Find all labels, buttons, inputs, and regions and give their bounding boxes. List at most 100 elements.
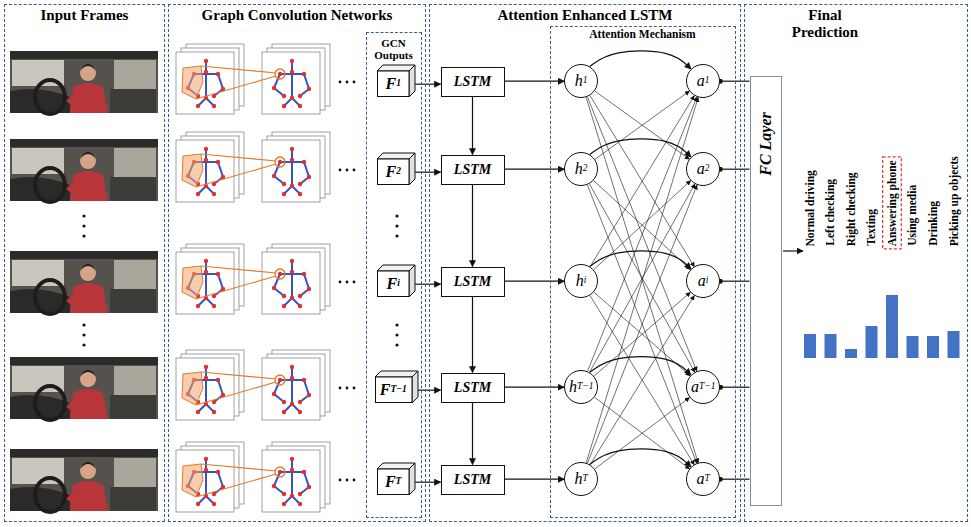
- symbol-label: h: [575, 471, 583, 487]
- subscript-label: T: [583, 474, 588, 484]
- lstm-label: LSTM: [454, 162, 491, 178]
- arrow-connector: [415, 84, 440, 85]
- skeleton-graph: [262, 442, 330, 512]
- subscript-label: i: [584, 276, 587, 286]
- subscript-label: T: [705, 474, 710, 484]
- lstm-label: LSTM: [454, 472, 491, 488]
- arrow-connector: [590, 51, 691, 69]
- arrow-connector: [590, 184, 695, 372]
- symbol-label: a: [697, 471, 705, 487]
- arrow-connector: [595, 91, 689, 159]
- class-label: Texting: [865, 209, 878, 246]
- skeleton-graph: [262, 132, 330, 202]
- subscript-label: 1: [705, 76, 710, 86]
- arrow-connector: [415, 172, 440, 173]
- video-frame: [10, 251, 158, 314]
- graph-conv-highlight: [182, 66, 285, 99]
- arrow-connector: [590, 96, 694, 267]
- lstm-label: LSTM: [454, 274, 491, 290]
- group-box: GCN OutputsF1F2FiFT−1FT: [366, 32, 422, 518]
- class-label: Answering phone: [886, 160, 899, 246]
- arrow-connector: [586, 97, 698, 462]
- class-label: Right checking: [845, 172, 858, 246]
- skeleton-graph: [262, 44, 330, 114]
- skeleton-graph: [262, 244, 330, 314]
- symbol-label: h: [576, 273, 584, 289]
- cube-front: [378, 271, 410, 297]
- input-photos: [10, 51, 158, 512]
- class-label: Using media: [906, 185, 919, 246]
- symbol-label: a: [698, 273, 706, 289]
- section-panel: Attention Enhanced LSTM LSTM LSTM LSTM LSTM L…: [429, 4, 741, 522]
- lstm-cell: LSTM: [441, 373, 505, 403]
- state-circle: a1: [686, 64, 720, 98]
- state-circle: aT−1: [686, 370, 720, 404]
- subscript-label: T−1: [699, 382, 715, 392]
- section-panel: Input Frames: [4, 4, 165, 522]
- arrow-connector: [505, 169, 565, 170]
- arrow-connector: [587, 97, 696, 371]
- subscript-label: 2: [705, 164, 710, 174]
- lstm-cell: LSTM: [441, 67, 505, 97]
- arrow-connector: [586, 97, 698, 462]
- symbol-label: a: [697, 161, 705, 177]
- section-panel: Final PredictionFC Layer: [744, 4, 968, 522]
- subscript-label: 2: [396, 167, 401, 177]
- arrow-connector: [505, 281, 565, 282]
- arrow-connector: [505, 81, 565, 82]
- cube-front: [378, 71, 410, 97]
- group-title: GCN Outputs: [367, 33, 421, 61]
- subscript-label: T−1: [577, 382, 593, 392]
- arrow-connector: [472, 297, 473, 373]
- subscript-label: i: [397, 279, 400, 289]
- subscript-label: T: [396, 477, 402, 487]
- cube-top: [375, 371, 418, 377]
- arrow-connector: [415, 482, 440, 483]
- feature-cube: Fi: [377, 265, 415, 297]
- output-arrow: [783, 250, 803, 251]
- lstm-label: LSTM: [454, 380, 491, 396]
- symbol-label: a: [697, 73, 705, 89]
- feature-cube: FT: [377, 463, 415, 495]
- symbol-label: F: [385, 474, 396, 490]
- symbol-label: h: [575, 161, 583, 177]
- class-label: Picking up objects: [947, 156, 960, 246]
- lstm-label: LSTM: [454, 74, 491, 90]
- symbol-label: a: [691, 379, 699, 395]
- arrow-connector: [472, 403, 473, 465]
- arrow-connector: [472, 97, 473, 155]
- score-bar: [948, 331, 960, 358]
- state-circle: hT−1: [564, 370, 598, 404]
- symbol-label: F: [385, 164, 396, 180]
- score-bar: [845, 349, 857, 358]
- panel-title: Attention Enhanced LSTM: [430, 5, 740, 24]
- feature-cube: FT−1: [375, 371, 418, 403]
- panel-title: Input Frames: [5, 5, 164, 24]
- section-panel: Graph Convolution NetworksGCN OutputsF1F…: [168, 4, 426, 522]
- video-frame: [10, 357, 158, 420]
- class-label: Drinking: [927, 201, 940, 246]
- score-bar: [886, 295, 898, 358]
- cube-front: [378, 159, 410, 185]
- skeleton-stacks: [176, 44, 330, 512]
- arrow-connector: [590, 449, 691, 467]
- score-bar: [927, 336, 939, 358]
- subscript-label: T−1: [390, 385, 406, 395]
- state-circle: a2: [686, 152, 720, 186]
- lstm-cell: LSTM: [441, 267, 505, 297]
- arrow-connector: [595, 91, 689, 159]
- subscript-label: 1: [583, 76, 588, 86]
- arrow-connector: [415, 284, 440, 285]
- skeleton-graph: [262, 350, 330, 420]
- layer-label: FC Layer: [757, 112, 775, 176]
- graph-conv-highlight: [182, 464, 285, 497]
- graph-conv-highlight: [182, 154, 285, 187]
- arrow-connector: [587, 185, 697, 463]
- class-label: Left checking: [824, 179, 837, 246]
- highlight-box: [883, 157, 902, 249]
- ellipsis-dots: [82, 81, 398, 482]
- cube-side: [409, 65, 415, 97]
- score-bars: [804, 295, 960, 358]
- symbol-label: F: [380, 382, 391, 398]
- video-frame: [10, 449, 158, 512]
